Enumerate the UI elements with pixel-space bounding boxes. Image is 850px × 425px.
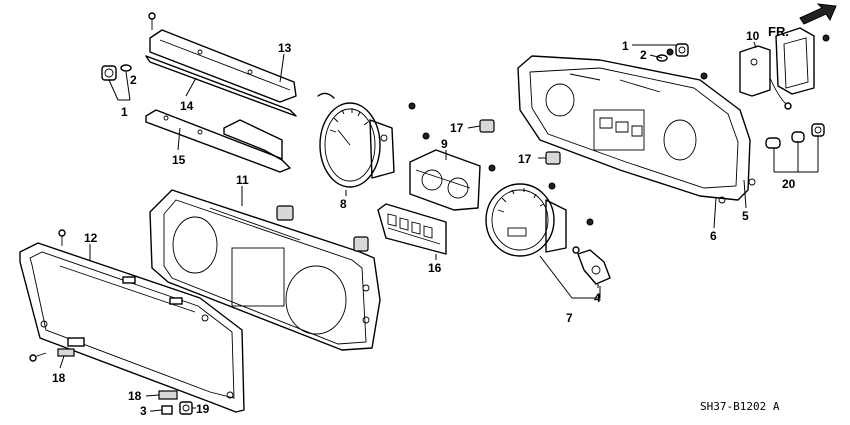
part-4-sensor — [572, 246, 611, 285]
part-12-meter-lens — [19, 242, 245, 413]
pad-icon — [353, 236, 369, 252]
callout-12: 12 — [84, 231, 98, 245]
screw-icon — [148, 12, 156, 30]
callout-18-bottom: 18 — [128, 389, 142, 403]
callout-7: 7 — [566, 311, 573, 325]
part-15-plate — [145, 109, 291, 173]
part-13-printed-plate — [149, 29, 297, 103]
part-10-housing — [775, 27, 815, 95]
part-14-plate — [145, 55, 297, 117]
callout-14: 14 — [180, 99, 194, 113]
drawing-code: SH37-B1202 A — [700, 400, 780, 413]
leader-lines — [59, 41, 819, 412]
callout-19: 19 — [196, 402, 210, 416]
part-6-meter-case — [517, 55, 756, 204]
callout-1-right: 1 — [622, 39, 629, 53]
screw-icon — [408, 102, 496, 172]
callout-1-left: 1 — [121, 105, 128, 119]
part-1-bulb-socket — [101, 65, 117, 81]
callout-15: 15 — [172, 153, 186, 167]
front-arrow-icon — [799, 3, 837, 25]
part-9-gauge-assembly — [409, 149, 481, 211]
front-direction-label: FR. — [768, 24, 789, 39]
part-17-pad — [545, 151, 561, 165]
part-2-bulb — [120, 64, 132, 72]
callout-2-left: 2 — [130, 73, 137, 87]
callout-5: 5 — [742, 209, 749, 223]
callout-18-left: 18 — [52, 371, 66, 385]
part-16-panel — [377, 203, 447, 255]
callout-9: 9 — [441, 137, 448, 151]
part-8-speedometer — [317, 92, 395, 188]
part-20-bulb — [765, 123, 825, 149]
screw-icon — [58, 229, 66, 246]
part-3-bulb — [151, 405, 173, 415]
callout-3: 3 — [140, 404, 147, 418]
callout-8: 8 — [340, 197, 347, 211]
callout-13: 13 — [278, 41, 292, 55]
part-19-socket — [179, 401, 193, 415]
callout-20: 20 — [782, 177, 796, 191]
callout-17-top: 17 — [450, 121, 464, 135]
part-10-circuit — [739, 45, 792, 110]
callout-17-mid: 17 — [518, 152, 532, 166]
callout-16: 16 — [428, 261, 442, 275]
screw-icon — [822, 34, 830, 42]
screw-icon — [29, 352, 47, 362]
callout-2-right: 2 — [640, 48, 647, 62]
callout-10: 10 — [746, 29, 760, 43]
part-7-tachometer — [485, 182, 594, 257]
callout-6: 6 — [710, 229, 717, 243]
pad-icon — [276, 205, 294, 221]
part-11-meter-visor — [149, 189, 381, 351]
callout-4: 4 — [594, 291, 601, 305]
part-1-bulb-socket — [675, 43, 689, 57]
callout-labels: 2 1 13 14 15 12 18 18 3 19 11 8 9 16 17 … — [52, 24, 796, 418]
screw-icon — [666, 48, 708, 80]
callout-11: 11 — [236, 173, 249, 187]
part-18-clip — [57, 348, 178, 400]
part-17-pad — [479, 119, 495, 133]
